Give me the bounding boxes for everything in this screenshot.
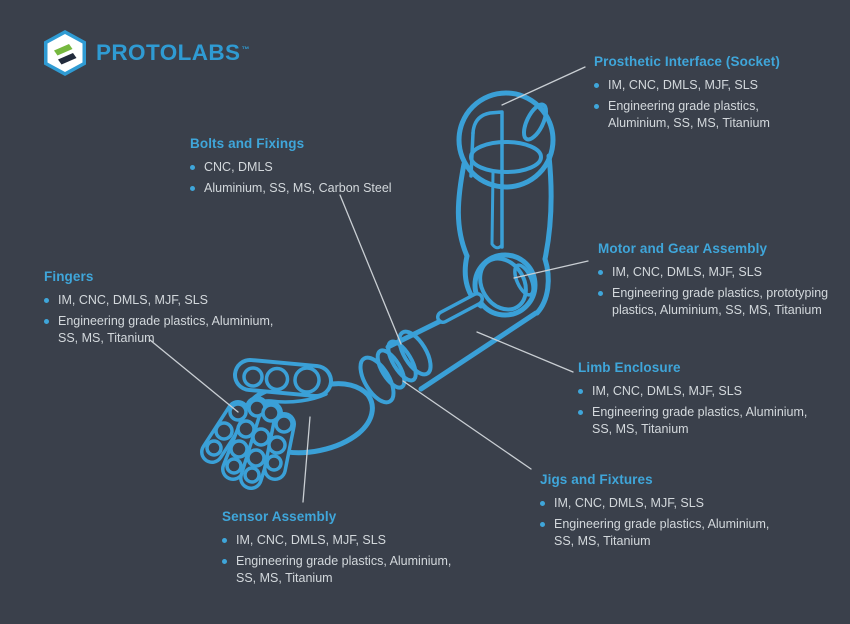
bullet-text: Engineering grade plastics, Aluminium, S… [58,314,274,345]
bullet-text: Engineering grade plastics, Aluminium, S… [236,554,452,585]
bullet-dot-icon [598,291,603,296]
elbow-joint [462,252,551,318]
bullet-dot-icon [222,538,227,543]
wrist-rings [358,329,433,405]
bullet-text: Engineering grade plastics, Aluminium, S… [554,517,770,548]
bullet-dot-icon [190,165,195,170]
leader-line-fingers [149,339,239,413]
callout-title: Limb Enclosure [578,360,681,375]
leader-line-limb [476,331,574,373]
callout-title: Prosthetic Interface (Socket) [594,54,780,69]
protolabs-logo: PROTOLABS™ [44,30,250,76]
bullet-dot-icon [594,83,599,88]
leader-line-bolts [339,194,402,345]
bullet-text: Engineering grade plastics, prototyping … [612,286,829,317]
callout-title: Bolts and Fixings [190,136,305,151]
bullet-text: CNC, DMLS [204,160,273,174]
hand [200,358,375,490]
leader-line-sensor [302,416,311,503]
bullet-text: Aluminium, SS, MS, Carbon Steel [204,181,392,195]
callout-title: Motor and Gear Assembly [598,241,768,256]
bullet-text: IM, CNC, DMLS, MJF, SLS [592,384,743,398]
leader-line-motor [513,260,589,279]
callout-sensor-assembly: Sensor Assembly IM, CNC, DMLS, MJF, SLS … [222,509,462,591]
callout-prosthetic-interface-socket: Prosthetic Interface (Socket) IM, CNC, D… [594,54,810,136]
finger-segments [200,396,296,490]
callout-title: Fingers [44,269,94,284]
bullet-item: IM, CNC, DMLS, MJF, SLS [578,383,818,400]
protolabs-hexagon-icon [44,30,86,76]
callout-jigs-and-fixtures: Jigs and Fixtures IM, CNC, DMLS, MJF, SL… [540,472,780,554]
leader-line-jigs [402,380,532,470]
bullet-text: IM, CNC, DMLS, MJF, SLS [612,265,763,279]
bullet-dot-icon [578,410,583,415]
forearm-enclosure [385,292,539,392]
bullet-item: Aluminium, SS, MS, Carbon Steel [190,180,442,197]
bullet-text: IM, CNC, DMLS, MJF, SLS [554,496,705,510]
callout-title: Sensor Assembly [222,509,337,524]
bullet-item: Engineering grade plastics, prototyping … [598,285,848,319]
bullet-item: Engineering grade plastics, Aluminium, S… [540,516,780,550]
leader-line-socket [501,66,586,106]
bullet-item: IM, CNC, DMLS, MJF, SLS [540,495,780,512]
bullet-item: IM, CNC, DMLS, MJF, SLS [222,532,462,549]
bullet-dot-icon [222,559,227,564]
bullet-text: IM, CNC, DMLS, MJF, SLS [236,533,387,547]
bullet-item: Engineering grade plastics, Aluminium, S… [44,313,284,347]
bullet-dot-icon [594,104,599,109]
socket-cylinder [455,90,556,262]
logo-wordmark: PROTOLABS [96,39,241,65]
bullet-text: Engineering grade plastics, Aluminium, S… [608,99,770,130]
callout-bolts-and-fixings: Bolts and Fixings CNC, DMLS Aluminium, S… [190,136,442,201]
callout-title: Jigs and Fixtures [540,472,653,487]
bullet-text: IM, CNC, DMLS, MJF, SLS [608,78,759,92]
callout-fingers: Fingers IM, CNC, DMLS, MJF, SLS Engineer… [44,269,284,351]
bullet-dot-icon [44,298,49,303]
bullet-item: CNC, DMLS [190,159,442,176]
callout-limb-enclosure: Limb Enclosure IM, CNC, DMLS, MJF, SLS E… [578,360,818,442]
bullet-item: Engineering grade plastics, Aluminium, S… [578,404,818,438]
bullet-item: IM, CNC, DMLS, MJF, SLS [44,292,284,309]
thumb-segments [233,358,333,398]
bullet-dot-icon [540,501,545,506]
bullet-item: IM, CNC, DMLS, MJF, SLS [598,264,848,281]
bullet-item: IM, CNC, DMLS, MJF, SLS [594,77,810,94]
callout-motor-and-gear-assembly: Motor and Gear Assembly IM, CNC, DMLS, M… [598,241,848,323]
bullet-dot-icon [598,270,603,275]
bullet-text: Engineering grade plastics, Aluminium, S… [592,405,808,436]
bullet-text: IM, CNC, DMLS, MJF, SLS [58,293,209,307]
bullet-dot-icon [540,522,545,527]
bullet-item: Engineering grade plastics, Aluminium, S… [594,98,810,132]
bullet-dot-icon [578,389,583,394]
bullet-dot-icon [190,186,195,191]
bullet-dot-icon [44,319,49,324]
trademark-symbol: ™ [241,44,250,54]
bullet-item: Engineering grade plastics, Aluminium, S… [222,553,462,587]
